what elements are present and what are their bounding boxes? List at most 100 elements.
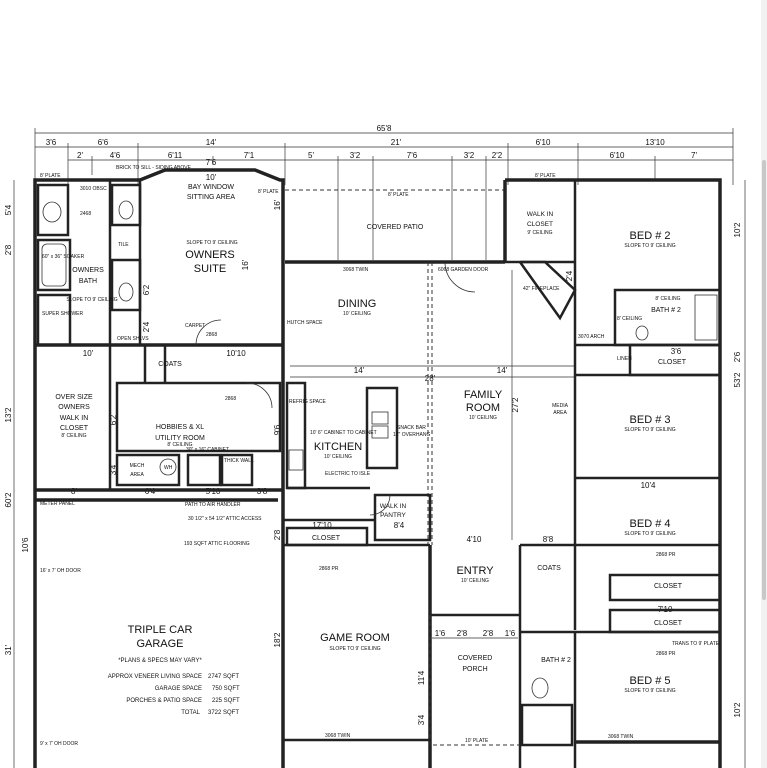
note: 2868 — [206, 332, 217, 338]
note: 10' 6" CABINET TO CABINET — [310, 430, 377, 436]
note: 2468 — [80, 211, 91, 217]
dim: 7'6 — [206, 158, 217, 167]
dim: 1'6 — [435, 629, 446, 638]
note: 3068 TWIN — [608, 734, 634, 740]
room-ceiling: SLOPE TO 9' CEILING — [329, 646, 380, 652]
note: REFRIG SPACE — [289, 399, 327, 405]
door-swing-icon — [246, 382, 273, 409]
note: TRANS TO 9' PLATE — [672, 641, 720, 647]
note: SUPER SHOWER — [42, 311, 84, 317]
room-name: KITCHEN — [314, 441, 362, 453]
room-media: MEDIA AREA — [552, 403, 569, 416]
room-kitchen: KITCHEN 10' CEILING — [314, 441, 362, 460]
room-name: ENTRY — [456, 565, 494, 577]
room-name: MECH — [130, 463, 145, 469]
dim: 14' — [206, 138, 217, 147]
dim: 3'2 — [350, 151, 361, 160]
note: 30 1/2" x 54 1/2" ATTIC ACCESS — [188, 516, 262, 522]
dim: 10'4 — [641, 481, 656, 490]
room-ceiling: SLOPE TO 9' CEILING — [624, 243, 675, 249]
room-bath-2: BATH # 2 — [541, 657, 571, 664]
room-name: UTILITY ROOM — [155, 435, 205, 442]
room-ceiling: 9' CEILING — [527, 230, 552, 236]
dim: 13'2 — [4, 407, 13, 422]
dim: 14' — [354, 366, 365, 375]
scrollbar[interactable] — [761, 0, 767, 768]
room-ceiling: SLOPE TO 9' CEILING — [624, 688, 675, 694]
dim: 2'6 — [733, 351, 742, 362]
note: TILE — [118, 242, 129, 248]
dim-overall: 65'8 — [377, 124, 392, 133]
room-closet: CLOSET — [654, 583, 683, 590]
room-bed-4: BED # 4 SLOPE TO 9' CEILING — [624, 518, 675, 537]
note: 3010 OBSC — [80, 186, 107, 192]
room-owners-closet: OVER SIZE OWNERS WALK IN CLOSET 8' CEILI… — [55, 394, 93, 439]
note: 42" FIREPLACE — [523, 286, 560, 292]
room-bed-3: BED # 3 SLOPE TO 9' CEILING — [624, 414, 675, 433]
door-swing-icon — [195, 319, 222, 346]
room-name: SITTING AREA — [187, 194, 236, 201]
sink-icon — [118, 282, 134, 302]
room-ceiling: SLOPE TO 9' CEILING — [186, 240, 237, 246]
summary-label: TOTAL — [181, 710, 200, 716]
room-name: OVER SIZE — [55, 394, 93, 401]
dim: 6'10 — [610, 151, 625, 160]
note: SNACK BAR — [397, 425, 426, 431]
dim: 53'2 — [733, 372, 742, 387]
dim: 4'6 — [110, 151, 121, 160]
dim: 16' — [241, 259, 250, 270]
dim: 3'6 — [671, 347, 682, 356]
sink-icon — [118, 200, 134, 220]
note: PATH TO AIR HANDLER — [185, 502, 241, 508]
room-name: WALK IN — [380, 503, 407, 510]
dim: 2'2 — [492, 151, 503, 160]
room-pantry: WALK IN PANTRY — [380, 503, 407, 519]
room-ceiling: 10' CEILING — [469, 415, 497, 421]
dim: 60'2 — [4, 492, 13, 507]
room-owners-bath: OWNERS BATH SLOPE TO 9' CEILING — [66, 267, 117, 303]
room-closet: CLOSET — [312, 535, 341, 542]
room-name: GARAGE — [136, 638, 183, 650]
note: 3068 TWIN — [325, 733, 351, 739]
room-dining: DINING 10' CEILING — [338, 298, 377, 317]
dim: 6'10 — [536, 138, 551, 147]
dim: 3'2 — [464, 151, 475, 160]
dim: 31' — [4, 644, 13, 655]
summary-value: 225 SQFT — [212, 698, 240, 704]
dim: 8'4 — [394, 521, 405, 530]
room-ceiling: 10' CEILING — [461, 578, 489, 584]
room-ceiling: 8' CEILING — [167, 442, 192, 448]
note: 2868 — [225, 396, 236, 402]
room-mech: MECH AREA — [130, 463, 145, 478]
room-name: WALK IN — [60, 415, 89, 422]
room-name: CLOSET — [527, 221, 553, 228]
room-ceiling: SLOPE TO 9' CEILING — [66, 297, 117, 303]
dim: 10'10 — [226, 349, 246, 358]
dim: 6'6 — [98, 138, 109, 147]
room-name: OWNERS — [72, 267, 104, 274]
room-ceiling: 10' CEILING — [343, 311, 371, 317]
room-name: BATH — [79, 278, 97, 285]
toilet-icon — [531, 677, 549, 699]
dim: 10'2 — [733, 222, 742, 237]
dim: 2'4 — [565, 270, 574, 281]
scrollbar-thumb[interactable] — [762, 160, 766, 600]
dim: 17'10 — [312, 521, 332, 530]
summary-value: 2747 SQFT — [208, 674, 239, 680]
room-covered-patio: COVERED PATIO — [367, 224, 424, 231]
dim: 7'6 — [407, 151, 418, 160]
dim: 2'8 — [483, 629, 494, 638]
room-name: BED # 2 — [630, 230, 671, 242]
room-name: TRIPLE CAR — [128, 624, 193, 636]
water-heater-icon — [159, 458, 177, 476]
room-entry: ENTRY 10' CEILING — [456, 565, 494, 584]
room-hobbies: HOBBIES & XL UTILITY ROOM 8' CEILING — [155, 424, 205, 448]
room-ceiling: SLOPE TO 9' CEILING — [624, 427, 675, 433]
room-name: OWNERS — [185, 249, 235, 261]
summary-label: GARAGE SPACE — [155, 686, 202, 692]
note: CARPET — [185, 323, 205, 329]
room-name: PORCH — [462, 666, 487, 673]
note: 6068 GARDEN DOOR — [438, 267, 489, 273]
note: 60" x 36" SOAKER — [42, 254, 85, 260]
room-name: BAY WINDOW — [188, 184, 234, 191]
